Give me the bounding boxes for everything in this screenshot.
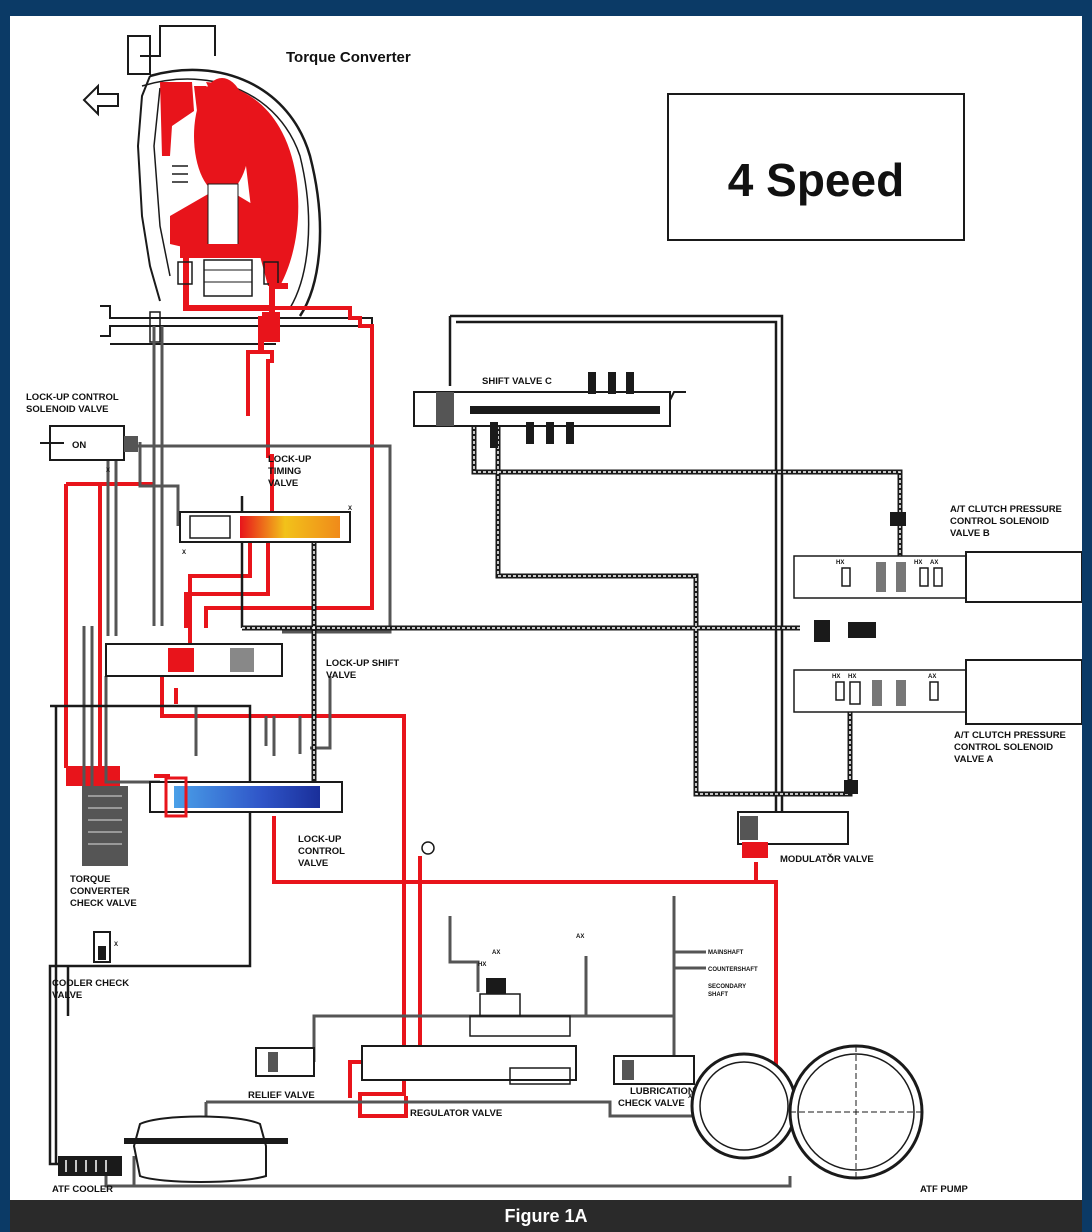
cooler-check-label-1: COOLER CHECK	[52, 978, 129, 989]
speed-box: 4 Speed	[667, 93, 965, 241]
dark-main-lines	[48, 314, 784, 1166]
atf-reservoir	[124, 1115, 288, 1183]
lockup-timing-valve: X X LOCK-UP TIMING VALVE	[179, 454, 352, 556]
relief-valve: RELIEF VALVE	[248, 1047, 315, 1101]
relief-label: RELIEF VALVE	[248, 1090, 315, 1101]
cooler-x-label: X	[114, 942, 118, 948]
secondary-shaft-label-1: SECONDARY	[708, 984, 746, 990]
cooler-check-valve: X COOLER CHECK VALVE	[52, 931, 129, 1001]
atc-a-label-1: A/T CLUTCH PRESSURE	[954, 730, 1066, 741]
b-hx-label: HX	[836, 560, 844, 566]
shift-valve-c: SHIFT VALVE C	[413, 372, 686, 448]
red-pressure-lines	[64, 306, 778, 1118]
lube-x-label: X	[688, 1094, 692, 1100]
lockup-shift-valve: LOCK-UP SHIFT VALVE	[105, 643, 399, 681]
atc-b-label-3: VALVE B	[950, 528, 990, 539]
speed-label: 4 Speed	[728, 154, 904, 206]
lockup-control-solenoid-label-2: SOLENOID VALVE	[26, 404, 109, 415]
atc-a-label-3: VALVE A	[954, 754, 994, 765]
a-hx-label: HX	[832, 674, 840, 680]
cooler-check-label-2: VALVE	[52, 990, 82, 1001]
countershaft-label: COUNTERSHAFT	[708, 967, 758, 973]
modulator-valve: X MODULATOR VALVE	[737, 811, 874, 865]
a-ax-label: AX	[928, 674, 936, 680]
lockup-control-label-3: VALVE	[298, 858, 328, 869]
lockup-timing-label-1: LOCK-UP	[268, 454, 312, 465]
shaft-labels: MAINSHAFT COUNTERSHAFT SECONDARY SHAFT	[708, 950, 758, 998]
regulator-valve: REGULATOR VALVE AX HX AX	[361, 841, 584, 1119]
lubrication-label-2: CHECK VALVE	[618, 1098, 685, 1109]
modulator-label: MODULATOR VALVE	[780, 854, 874, 865]
reg-hx-label: HX	[478, 962, 486, 968]
atf-cooler-label: ATF COOLER	[52, 1184, 113, 1195]
b-hx2-label: HX	[914, 560, 922, 566]
lockup-control-valve: LOCK-UP CONTROL VALVE	[149, 776, 345, 869]
output-arrow-icon	[82, 83, 119, 117]
lockup-control-solenoid-label-1: LOCK-UP CONTROL	[26, 392, 119, 403]
lubrication-label-1: LUBRICATION	[630, 1086, 695, 1097]
diagram-panel: 4 Speed Torque Converter	[10, 16, 1083, 1200]
tc-check-label-1: TORQUE	[70, 874, 110, 885]
regulator-label: REGULATOR VALVE	[410, 1108, 502, 1119]
atf-pump-label: ATF PUMP	[920, 1184, 969, 1195]
main-ax-label: AX	[576, 934, 584, 940]
atc-b-label-1: A/T CLUTCH PRESSURE	[950, 504, 1062, 515]
atc-solenoid-b: HX HX AX A/T CLUTCH PRESSURE CONTROL SOL…	[793, 504, 1083, 603]
atc-solenoid-a: HX HX AX A/T CLUTCH PRESSURE CONTROL SOL…	[793, 620, 1083, 794]
lockup-control-solenoid: ON X LOCK-UP CONTROL SOLENOID VALVE	[26, 392, 138, 474]
secondary-shaft-label-2: SHAFT	[708, 992, 728, 998]
a-hx2-label: HX	[848, 674, 856, 680]
modulator-x-label: X	[828, 854, 832, 860]
lockup-shift-label-2: VALVE	[326, 670, 356, 681]
figure-caption: Figure 1A	[504, 1206, 588, 1226]
hydraulic-circuit-diagram: 4 Speed Torque Converter	[26, 25, 1083, 1195]
torque-converter-title: Torque Converter	[286, 49, 411, 66]
mainshaft-label: MAINSHAFT	[708, 950, 744, 956]
tc-check-label-2: CONVERTER	[70, 886, 130, 897]
lockup-control-label-1: LOCK-UP	[298, 834, 342, 845]
lubrication-check-valve: X LUBRICATION CHECK VALVE	[613, 1055, 695, 1109]
lockup-control-label-2: CONTROL	[298, 846, 345, 857]
tc-check-label-3: CHECK VALVE	[70, 898, 137, 909]
atf-cooler: ATF COOLER	[52, 1156, 122, 1195]
lockup-shift-label-1: LOCK-UP SHIFT	[326, 658, 399, 669]
lockup-timing-label-3: VALVE	[268, 478, 298, 489]
atc-a-label-2: CONTROL SOLENOID	[954, 742, 1053, 753]
lockup-timing-label-2: TIMING	[268, 466, 301, 477]
torque-converter-check-valve: TORQUE CONVERTER CHECK VALVE	[70, 786, 137, 909]
atf-pump: ATF PUMP	[690, 1044, 969, 1195]
timing-x-right-label: X	[348, 506, 352, 512]
b-ax-label: AX	[930, 560, 938, 566]
torque-converter	[82, 25, 373, 345]
reg-ax-label: AX	[492, 950, 500, 956]
solenoid-on-label: ON	[72, 440, 86, 451]
solenoid-x-label: X	[106, 468, 110, 474]
atc-b-label-2: CONTROL SOLENOID	[950, 516, 1049, 527]
caption-bar: Figure 1A	[10, 1200, 1082, 1232]
shift-valve-c-label: SHIFT VALVE C	[482, 376, 552, 387]
timing-x-left-label: X	[182, 550, 186, 556]
